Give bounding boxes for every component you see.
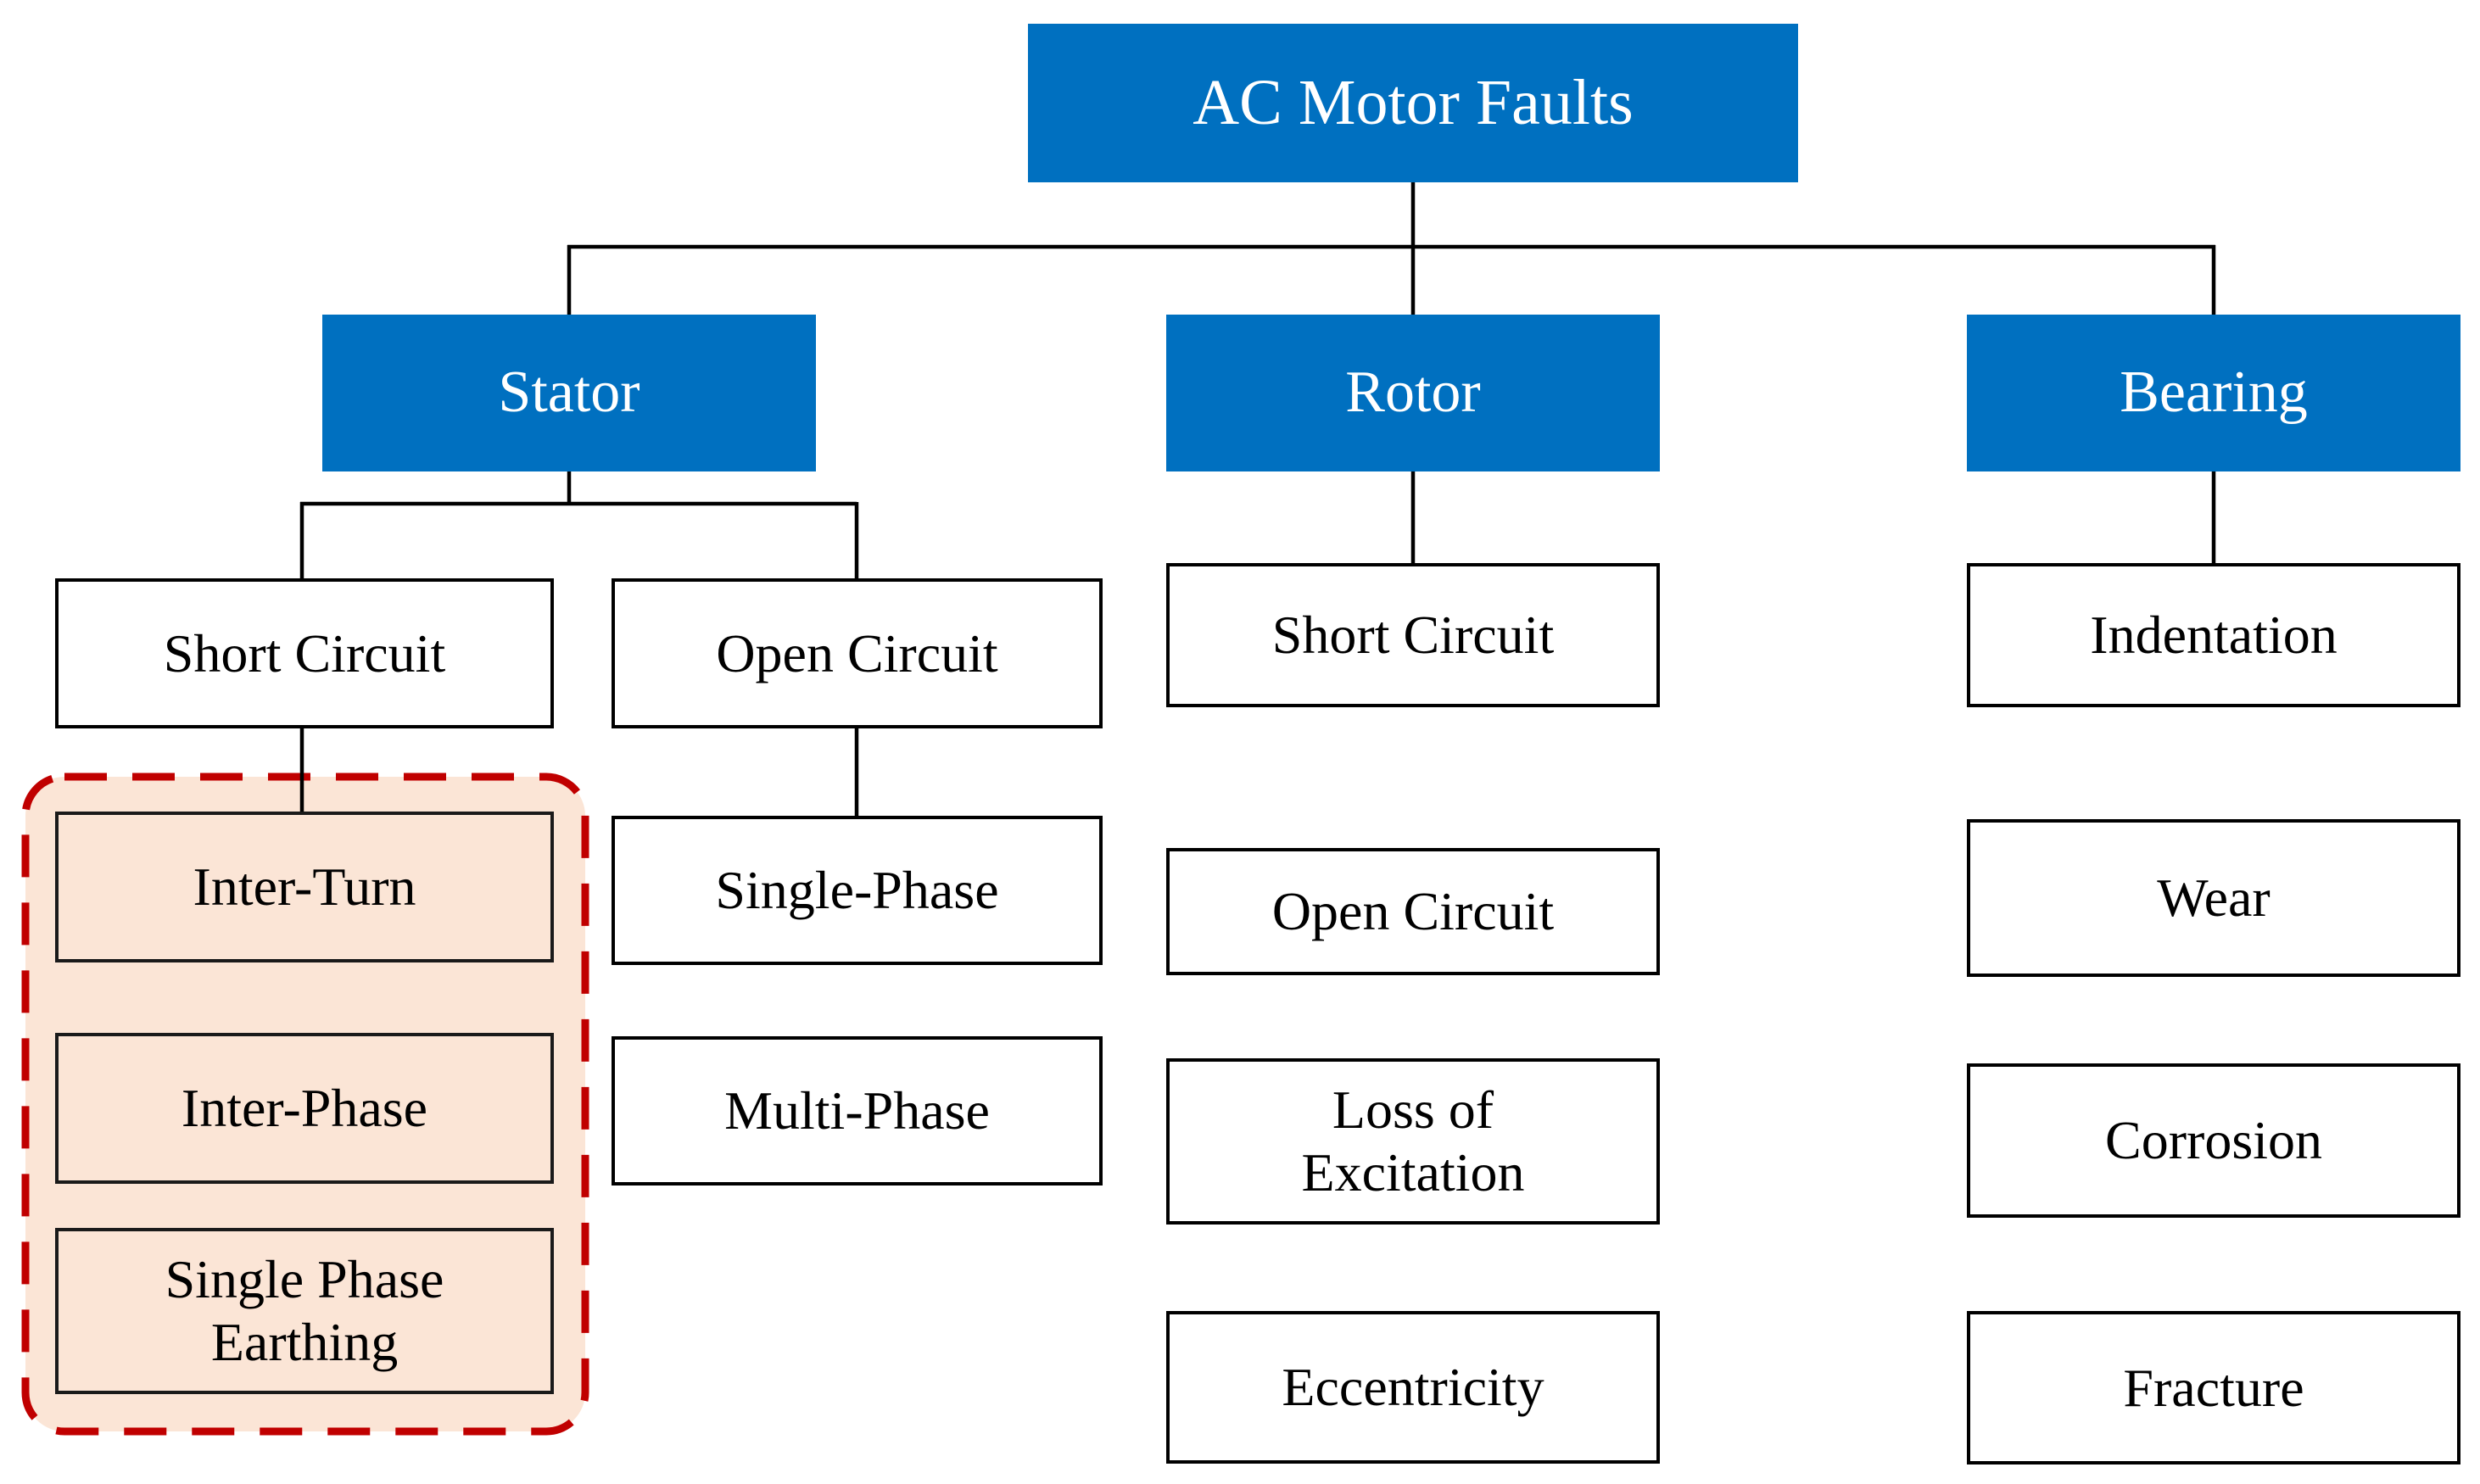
- node-wear: Wear: [1967, 819, 2460, 977]
- node-fracture-label: Fracture: [2123, 1357, 2304, 1418]
- node-corrosion: Corrosion: [1967, 1063, 2460, 1218]
- node-ac-motor-faults-label: AC Motor Faults: [1193, 66, 1634, 138]
- node-inter-turn: Inter-Turn: [55, 812, 554, 962]
- node-wear-label: Wear: [2157, 868, 2271, 929]
- node-loss-of-excitation-label: Loss of Excitation: [1301, 1080, 1525, 1202]
- node-multi-phase-label: Multi-Phase: [724, 1080, 990, 1141]
- node-corrosion-label: Corrosion: [2105, 1110, 2322, 1171]
- node-rotor-open-circuit-label: Open Circuit: [1271, 881, 1555, 942]
- node-stator-short-circuit: Short Circuit: [55, 578, 554, 728]
- node-rotor-short-circuit: Short Circuit: [1166, 563, 1660, 707]
- node-eccentricity-label: Eccentricity: [1282, 1357, 1544, 1418]
- node-bearing-label: Bearing: [2120, 360, 2308, 426]
- node-inter-phase: Inter-Phase: [55, 1033, 554, 1184]
- node-rotor: Rotor: [1166, 315, 1660, 471]
- node-indentation-label: Indentation: [2090, 605, 2338, 666]
- node-single-phase: Single-Phase: [612, 816, 1103, 965]
- node-single-phase-label: Single-Phase: [715, 860, 999, 921]
- node-stator-open-circuit-label: Open Circuit: [716, 622, 998, 683]
- node-loss-of-excitation: Loss of Excitation: [1166, 1058, 1660, 1225]
- node-rotor-label: Rotor: [1345, 360, 1481, 426]
- node-stator-short-circuit-label: Short Circuit: [163, 622, 446, 683]
- node-fracture: Fracture: [1967, 1311, 2460, 1464]
- node-bearing: Bearing: [1967, 315, 2460, 471]
- node-stator: Stator: [322, 315, 816, 471]
- node-indentation: Indentation: [1967, 563, 2460, 707]
- node-inter-phase-label: Inter-Phase: [181, 1078, 428, 1139]
- node-stator-open-circuit: Open Circuit: [612, 578, 1103, 728]
- node-rotor-open-circuit: Open Circuit: [1166, 848, 1660, 975]
- node-multi-phase: Multi-Phase: [612, 1036, 1103, 1186]
- node-stator-label: Stator: [498, 360, 640, 426]
- node-ac-motor-faults: AC Motor Faults: [1028, 24, 1798, 182]
- node-single-phase-earthing-label: Single Phase Earthing: [165, 1249, 444, 1372]
- node-single-phase-earthing: Single Phase Earthing: [55, 1228, 554, 1394]
- node-rotor-short-circuit-label: Short Circuit: [1271, 605, 1555, 666]
- node-eccentricity: Eccentricity: [1166, 1311, 1660, 1464]
- node-inter-turn-label: Inter-Turn: [193, 856, 416, 918]
